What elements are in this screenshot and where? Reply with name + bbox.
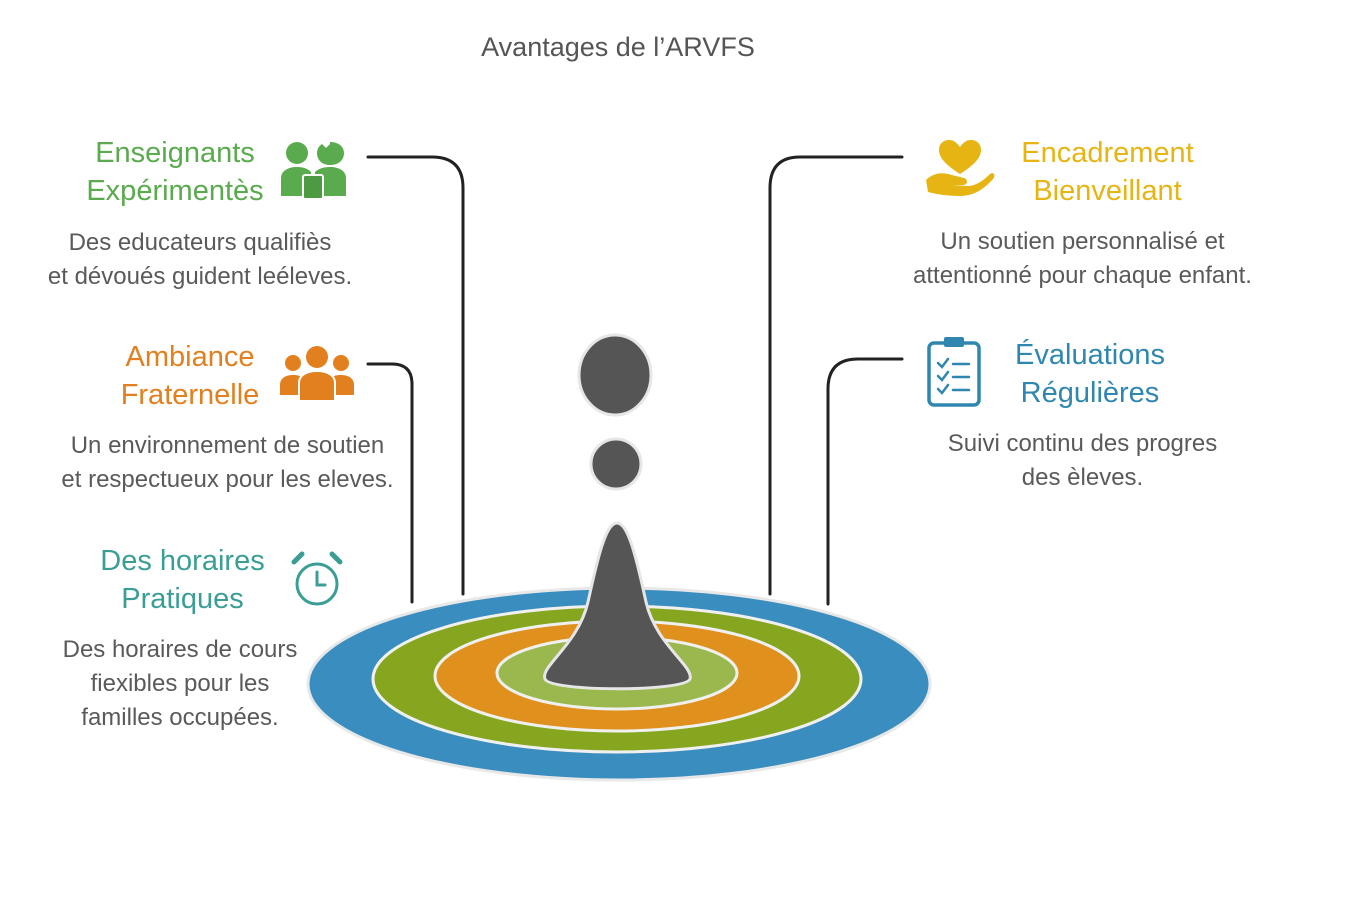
ambiance-desc-line1: Un environnement de soutien [70,432,385,459]
enseignants-title-line2: Expérimentès [86,175,264,207]
connector-evaluations [826,357,904,606]
encadrement-desc-line1: Un soutien personnalisé et [940,228,1225,255]
connector-encadrement [768,155,904,596]
diagram-title: Avantages de l’ARVFS [481,32,755,62]
horaires-description: Des horaires de cours fiexibles pour les… [30,633,330,735]
evaluations-description: Suivi continu des progres des èleves. [915,427,1250,495]
teachers-icon [281,142,346,200]
ambiance-title-line2: Fraternelle [120,379,260,411]
encadrement-title-line2: Bienveillant [1033,175,1182,207]
ambiance-title: Ambiance Fraternelle [95,338,285,414]
enseignants-desc-line1: Des educateurs qualifiès [68,229,332,256]
encadrement-title-line1: Encadrement [1021,137,1194,169]
ambiance-title-line1: Ambiance [125,341,255,373]
center-cone [543,521,692,691]
horaires-desc-line2: fiexibles pour les [90,670,270,697]
encadrement-desc-line2: attentionné pour chaque enfant. [913,262,1252,289]
evaluations-title-line2: Régulières [1020,377,1160,409]
clipboard-checklist-icon [927,337,981,407]
connector-enseignants [366,155,465,596]
enseignants-description: Des educateurs qualifiès et dévoués guid… [20,226,380,294]
evaluations-title-line1: Évaluations [1015,339,1165,371]
horaires-title-line2: Pratiques [121,583,244,615]
horaires-title: Des horaires Pratiques [80,542,285,618]
enseignants-desc-line2: et dévoués guident leéleves. [47,263,353,290]
enseignants-title: Enseignants Expérimentès [60,134,290,210]
small-circle [589,437,643,491]
ambiance-desc-line2: et respectueux pour les eleves. [61,466,394,493]
alarm-clock-icon [291,551,343,606]
enseignants-title-line1: Enseignants [95,137,255,169]
evaluations-title: Évaluations Régulières [990,336,1190,412]
encadrement-title: Encadrement Bienveillant [1000,134,1215,210]
heart-hand-icon [926,140,995,196]
encadrement-description: Un soutien personnalisé et attentionné p… [880,225,1285,293]
large-circle [577,333,653,417]
horaires-desc-line3: familles occupées. [81,704,279,731]
evaluations-desc-line1: Suivi continu des progres [947,430,1218,457]
horaires-desc-line1: Des horaires de cours [62,636,298,663]
ambiance-description: Un environnement de soutien et respectue… [30,429,425,497]
connector-ambiance [366,362,414,604]
horaires-title-line1: Des horaires [100,545,265,577]
evaluations-desc-line2: des èleves. [1021,464,1144,491]
group-icon [280,346,354,402]
